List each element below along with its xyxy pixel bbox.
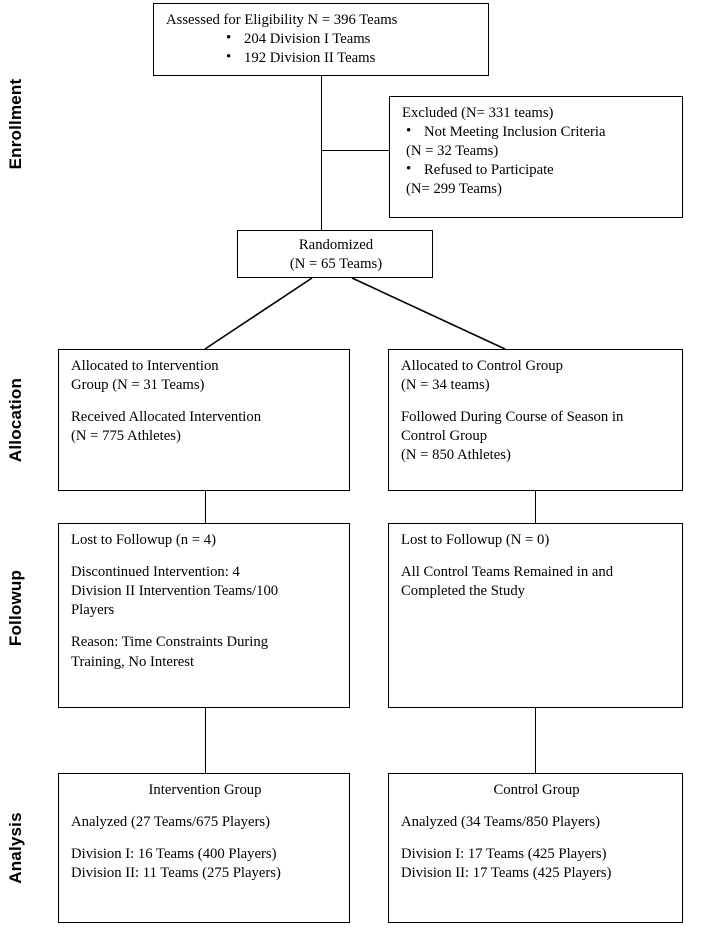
connector-followup-analysis-intervention bbox=[205, 708, 206, 773]
box-assessed-for-eligibility: Assessed for Eligibility N = 396 Teams 2… bbox=[153, 3, 489, 76]
box-analysis-intervention: Intervention Group Analyzed (27 Teams/67… bbox=[58, 773, 350, 923]
analysis-ctl-line-2: Division I: 17 Teams (425 Players) bbox=[401, 846, 607, 863]
analysis-ctl-title: Control Group bbox=[493, 782, 580, 798]
analysis-ctl-line-3: Division II: 17 Teams (425 Players) bbox=[401, 865, 612, 882]
spacer bbox=[71, 550, 339, 563]
stage-label-enrollment: Enrollment bbox=[6, 78, 25, 170]
fu-int-line-1: Lost to Followup (n = 4) bbox=[71, 532, 216, 548]
spacer bbox=[71, 832, 339, 845]
alloc-int-line-3: Received Allocated Intervention bbox=[71, 409, 262, 426]
box-followup-intervention: Lost to Followup (n = 4) Discontinued In… bbox=[58, 523, 350, 708]
box-followup-control: Lost to Followup (N = 0) All Control Tea… bbox=[388, 523, 683, 708]
fu-int-line-4: Players bbox=[71, 602, 115, 619]
connector-alloc-followup-control bbox=[535, 491, 536, 523]
fu-ctl-line-1: Lost to Followup (N = 0) bbox=[401, 532, 550, 548]
spacer bbox=[401, 832, 672, 845]
box-excluded: Excluded (N= 331 teams) Not Meeting Incl… bbox=[389, 96, 683, 218]
fu-int-line-6: Training, No Interest bbox=[71, 653, 195, 670]
randomized-line-1: Randomized bbox=[298, 237, 374, 253]
excluded-bullet-list: Not Meeting Inclusion Criteria (N = 32 T… bbox=[402, 122, 672, 199]
connector-alloc-followup-intervention bbox=[205, 491, 206, 523]
alloc-int-line-2: Group (N = 31 Teams) bbox=[71, 377, 205, 394]
box-randomized: Randomized (N = 65 Teams) bbox=[237, 230, 433, 278]
analysis-int-line-1: Analyzed (27 Teams/675 Players) bbox=[71, 814, 270, 831]
box-allocated-control: Allocated to Control Group (N = 34 teams… bbox=[388, 349, 683, 491]
alloc-ctl-line-1: Allocated to Control Group bbox=[401, 358, 563, 374]
connector-randomized-split bbox=[204, 277, 506, 350]
randomized-line-2: (N = 65 Teams) bbox=[289, 256, 383, 273]
excluded-heading: Excluded (N= 331 teams) bbox=[402, 105, 554, 121]
analysis-int-line-2: Division I: 16 Teams (400 Players) bbox=[71, 846, 277, 863]
fu-int-line-3: Division II Intervention Teams/100 bbox=[71, 583, 279, 600]
spacer bbox=[71, 800, 339, 813]
fu-ctl-line-2: All Control Teams Remained in and bbox=[401, 564, 614, 581]
box-allocated-intervention: Allocated to Intervention Group (N = 31 … bbox=[58, 349, 350, 491]
alloc-ctl-line-2: (N = 34 teams) bbox=[401, 377, 490, 394]
alloc-ctl-line-4: Control Group bbox=[401, 428, 488, 445]
stage-label-followup: Followup bbox=[6, 569, 25, 647]
analysis-int-title: Intervention Group bbox=[148, 782, 262, 798]
fu-ctl-line-3: Completed the Study bbox=[401, 583, 526, 600]
fu-int-line-5: Reason: Time Constraints During bbox=[71, 634, 269, 651]
connector-assessed-to-randomized bbox=[321, 76, 322, 230]
list-item: Not Meeting Inclusion Criteria (N = 32 T… bbox=[402, 122, 672, 161]
connector-followup-analysis-control bbox=[535, 708, 536, 773]
spacer bbox=[71, 395, 339, 408]
alloc-ctl-line-5: (N = 850 Athletes) bbox=[401, 447, 511, 464]
assessed-bullet-list: 204 Division I Teams 192 Division II Tea… bbox=[222, 29, 478, 68]
spacer bbox=[71, 620, 339, 633]
analysis-int-line-3: Division II: 11 Teams (275 Players) bbox=[71, 865, 281, 882]
analysis-ctl-line-1: Analyzed (34 Teams/850 Players) bbox=[401, 814, 600, 831]
spacer bbox=[401, 550, 672, 563]
list-item: 192 Division II Teams bbox=[222, 48, 478, 68]
box-analysis-control: Control Group Analyzed (34 Teams/850 Pla… bbox=[388, 773, 683, 923]
stage-label-analysis: Analysis bbox=[6, 812, 25, 884]
alloc-int-line-1: Allocated to Intervention bbox=[71, 358, 219, 374]
connector-to-excluded bbox=[321, 150, 389, 151]
alloc-ctl-line-3: Followed During Course of Season in bbox=[401, 409, 624, 426]
spacer bbox=[401, 800, 672, 813]
fu-int-line-2: Discontinued Intervention: 4 bbox=[71, 564, 240, 581]
alloc-int-line-4: (N = 775 Athletes) bbox=[71, 428, 181, 445]
list-item: 204 Division I Teams bbox=[222, 29, 478, 49]
list-item: Refused to Participate (N= 299 Teams) bbox=[402, 160, 672, 199]
spacer bbox=[401, 395, 672, 408]
assessed-heading: Assessed for Eligibility N = 396 Teams bbox=[166, 12, 398, 28]
